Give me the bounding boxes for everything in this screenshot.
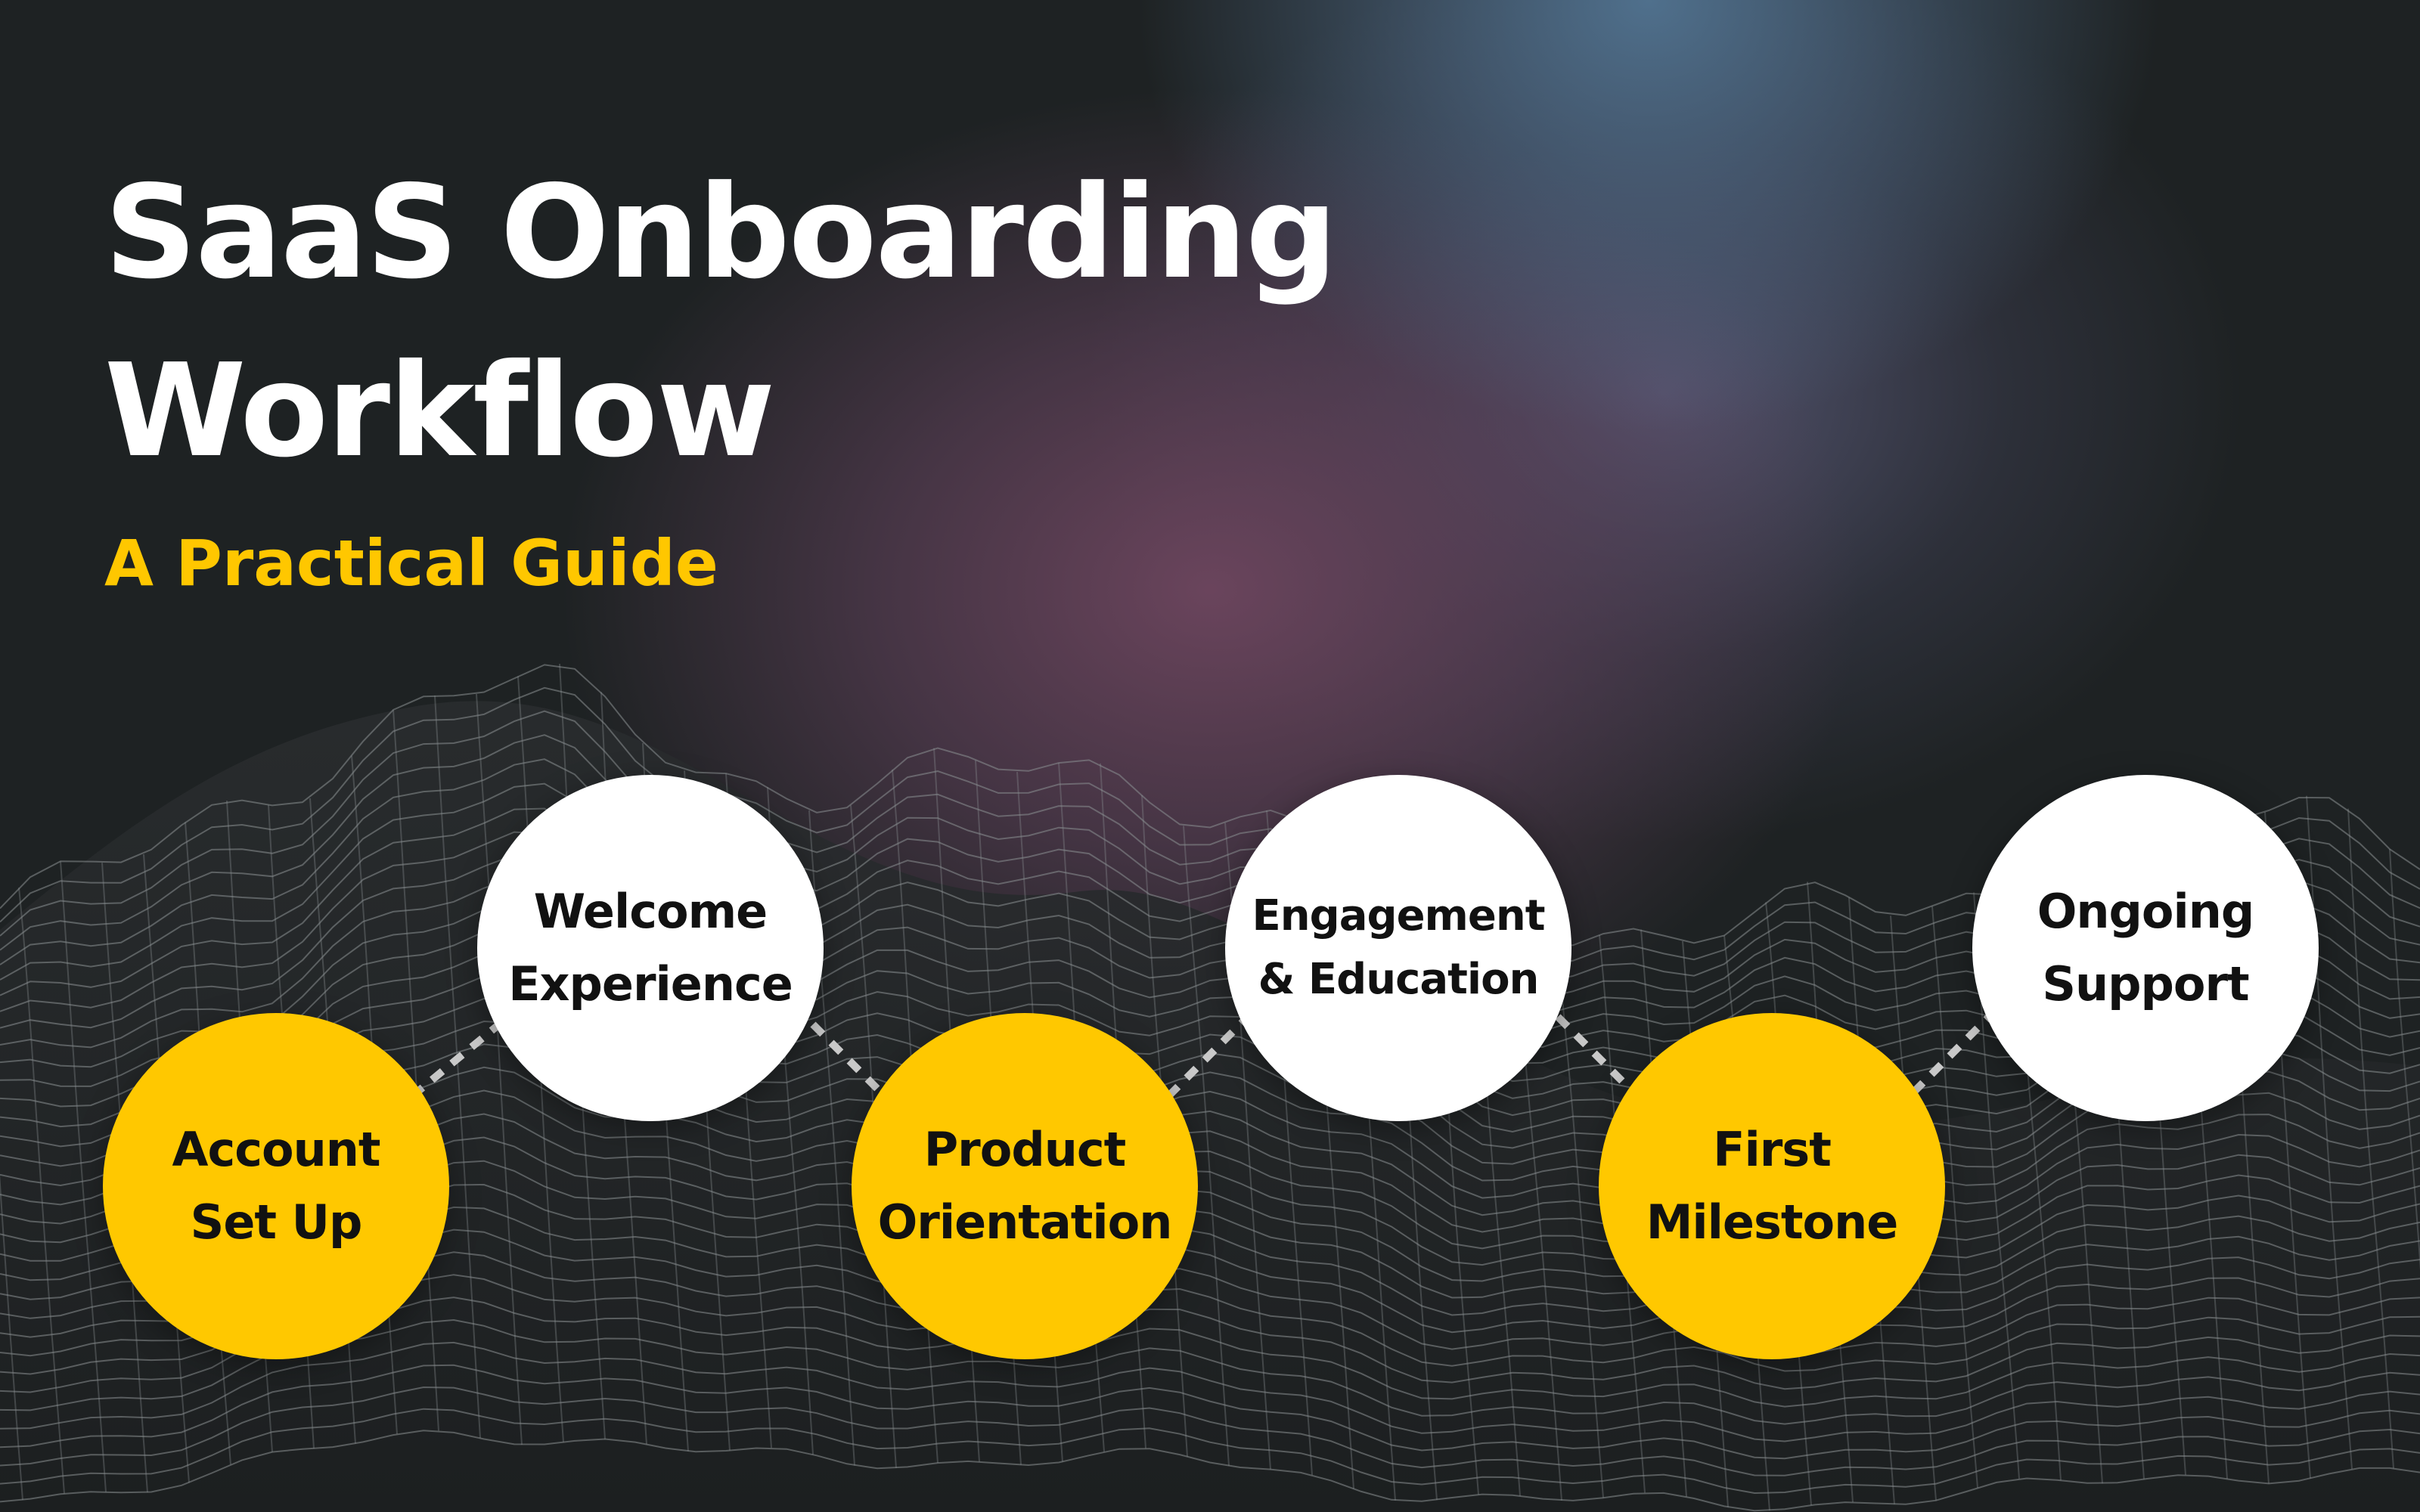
step-first-milestone: First Milestone xyxy=(1599,1013,1945,1359)
terrain-meridian xyxy=(2347,808,2394,1469)
terrain-meridian xyxy=(476,693,523,1445)
terrain-meridian xyxy=(1931,906,1978,1489)
step-engagement-education: Engagement & Education xyxy=(1225,775,1571,1121)
terrain-contour xyxy=(0,925,2420,1133)
terrain-contour xyxy=(0,1020,2420,1199)
connector-2-3 xyxy=(810,1021,888,1099)
terrain-contour xyxy=(0,1318,2420,1425)
terrain-contour xyxy=(0,1430,2420,1512)
terrain-contour xyxy=(0,1341,2420,1442)
page-title: SaaS Onboarding Workflow xyxy=(104,144,1466,500)
terrain-contour xyxy=(0,1408,2420,1495)
step-label: First Milestone xyxy=(1646,1122,1899,1250)
step-label: Welcome Experience xyxy=(508,884,793,1012)
terrain-contour xyxy=(0,997,2420,1182)
terrain-meridian xyxy=(2389,849,2420,1271)
terrain-meridian xyxy=(1557,947,1604,1498)
step-welcome-experience: Welcome Experience xyxy=(477,775,824,1121)
terrain-meridian xyxy=(392,709,439,1431)
step-label: Product Orientation xyxy=(877,1122,1173,1250)
step-label: Engagement & Education xyxy=(1252,891,1545,1004)
step-label: Ongoing Support xyxy=(2037,884,2255,1012)
terrain-contour xyxy=(0,1364,2420,1460)
step-ongoing-support: Ongoing Support xyxy=(1972,775,2319,1121)
terrain-contour xyxy=(0,1297,2420,1408)
connector-5-6 xyxy=(1910,1014,1992,1095)
terrain-meridian xyxy=(18,888,65,1494)
step-label: Account Set Up xyxy=(172,1122,381,1250)
title-line-1: SaaS Onboarding xyxy=(104,158,1338,308)
step-product-orientation: Product Orientation xyxy=(852,1013,1198,1359)
connector-1-2 xyxy=(409,1021,502,1099)
terrain-meridian xyxy=(1183,826,1230,1467)
terrain-contour xyxy=(0,877,2420,1099)
connector-4-5 xyxy=(1555,1014,1637,1095)
terrain-contour xyxy=(0,900,2420,1117)
terrain-meridian xyxy=(60,861,107,1492)
connector-3-4 xyxy=(1165,1014,1251,1099)
step-account-set-up: Account Set Up xyxy=(103,1013,449,1359)
terrain-contour xyxy=(0,949,2420,1149)
terrain-meridian xyxy=(0,1173,23,1501)
subtitle: A Practical Guide xyxy=(104,526,718,600)
title-line-2: Workflow xyxy=(104,336,775,486)
terrain-contour xyxy=(0,1386,2420,1476)
